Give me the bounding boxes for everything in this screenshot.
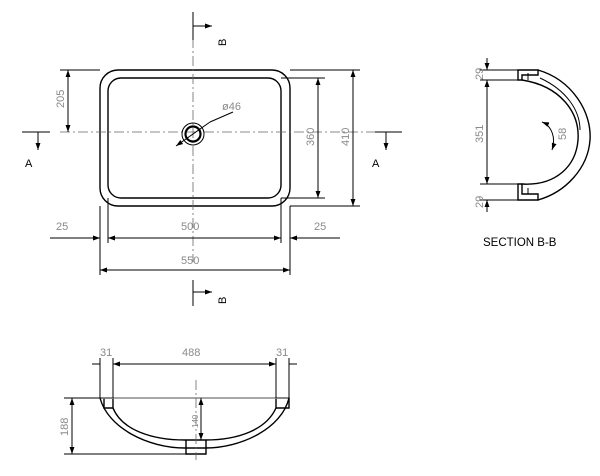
dim-inner-width: 488 [182, 347, 200, 359]
section-aa-view: 31 488 31 188 140 [59, 347, 297, 460]
dim-line-bowl-width [50, 198, 340, 275]
dim-rim-right: 25 [314, 221, 326, 233]
section-a-marker-left [22, 131, 50, 150]
dim-bottom-rim: 29 [474, 196, 486, 208]
dim-width-bowl: 500 [181, 221, 199, 233]
dim-depth-overall: 410 [340, 128, 352, 146]
dim-depth-bowl: 360 [305, 128, 317, 146]
basin-outer-outline [99, 69, 291, 207]
dim-waste-offset: 205 [55, 90, 67, 108]
dim-width-overall: 550 [181, 255, 199, 267]
section-b-marker-bottom [192, 280, 212, 306]
section-a-marker-right [375, 131, 402, 150]
dim-line-waste-offset [60, 69, 100, 132]
plan-view: ø46 A A B B 205 [22, 12, 402, 306]
section-bb-view: 58 29 351 29 SECTION B-B [474, 58, 591, 249]
basin-inner-outline [107, 77, 282, 199]
section-bb-title: SECTION B-B [483, 237, 557, 249]
dim-line-depth-overall [290, 69, 360, 207]
section-b-marker-top [192, 12, 212, 40]
waste-outlet [175, 111, 234, 147]
dim-bowl-depth: 140 [191, 414, 200, 428]
dim-rim-left: 25 [56, 221, 68, 233]
dim-rim-left: 31 [100, 347, 112, 359]
dim-line-bowl-depth [281, 77, 325, 199]
dim-height: 188 [59, 418, 71, 436]
dim-top-rim: 29 [474, 68, 486, 80]
dim-rim-right: 31 [276, 347, 288, 359]
section-b-label-top: B [217, 39, 229, 46]
section-b-label-bottom: B [217, 297, 229, 304]
dim-waste-diameter: ø46 [222, 101, 241, 113]
dim-inner: 351 [474, 125, 486, 143]
section-a-label-right: A [372, 158, 380, 170]
section-a-label-left: A [25, 158, 33, 170]
dim-radius: 58 [557, 128, 569, 140]
